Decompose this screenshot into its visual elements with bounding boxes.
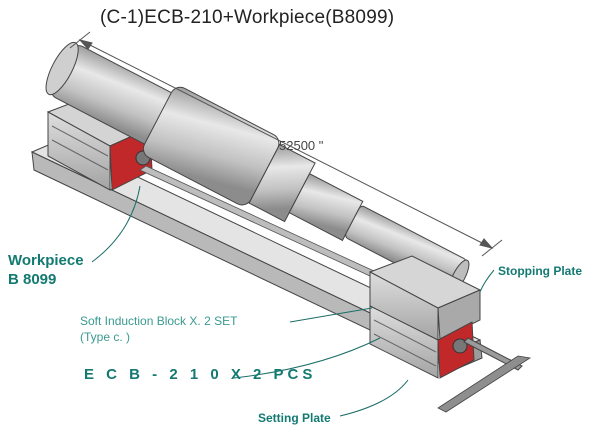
soft-induction-type-label: (Type c. ) xyxy=(80,330,131,344)
soft-induction-block-label: Soft Induction Block X. 2 SET xyxy=(80,314,238,328)
stopping-plate-label: Stopping Plate xyxy=(498,264,582,278)
leader-lines xyxy=(91,185,495,417)
right-ecb-block xyxy=(368,255,482,379)
ecb-label: E C B - 2 1 0 X 2 PCS xyxy=(84,366,317,383)
page-title: (C-1)ECB-210+Workpiece(B8099) xyxy=(100,7,395,28)
clamp-handle xyxy=(437,337,532,413)
dimension-line xyxy=(69,31,503,257)
setting-plate-label: Setting Plate xyxy=(258,411,331,425)
left-ecb-block xyxy=(46,95,153,191)
workpiece-code-label: B 8099 xyxy=(8,271,57,288)
dimension-label: 52500 " xyxy=(279,138,324,153)
workpiece-label: Workpiece xyxy=(8,252,84,269)
